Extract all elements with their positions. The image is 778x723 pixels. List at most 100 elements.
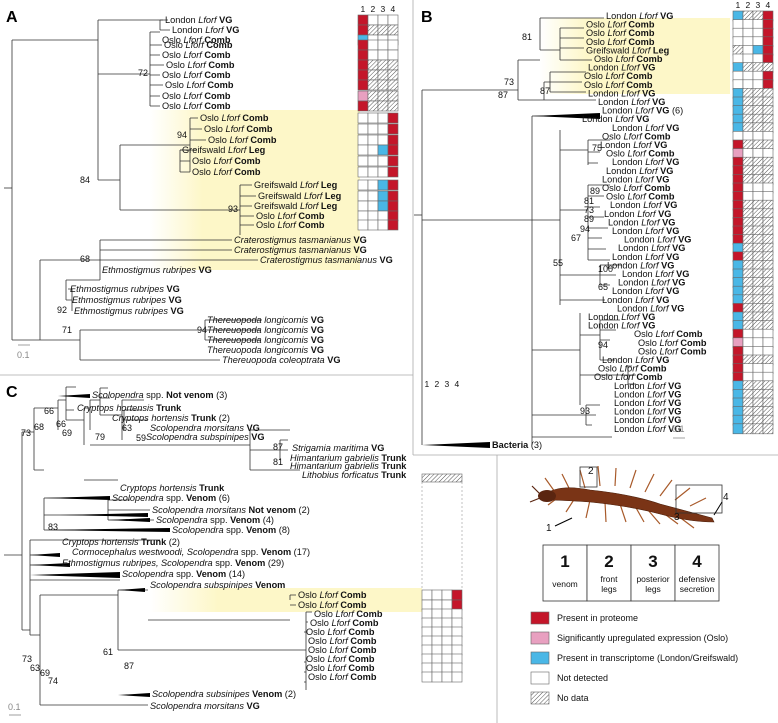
a-tip-label: Greifswald Lforf Leg bbox=[254, 180, 337, 190]
b-tip-label: London Lforf VG bbox=[602, 174, 669, 184]
b-tip-label: London Lforf VG bbox=[612, 226, 679, 236]
c-tip-label: Oslo Lforf Comb bbox=[298, 590, 367, 600]
panel-letter-c: C bbox=[6, 384, 18, 401]
support-b-100: 100 bbox=[598, 264, 613, 274]
c-tip-label: Scolopendra spp. Venom (6) bbox=[112, 493, 230, 503]
b-matrix-cell bbox=[762, 423, 774, 435]
a-matrix-cell bbox=[357, 155, 369, 167]
a-matrix-cell bbox=[367, 14, 379, 26]
body-region-number: 4 bbox=[692, 552, 702, 571]
a-matrix-cell bbox=[367, 123, 379, 135]
a-matrix-cell bbox=[367, 190, 379, 202]
c-tip-label: Oslo Lforf Comb bbox=[306, 663, 375, 673]
matrix-a bbox=[357, 14, 399, 231]
a-matrix-cell bbox=[367, 69, 379, 81]
a-matrix-cell bbox=[387, 112, 399, 124]
callout-2: 2 bbox=[588, 466, 594, 477]
a-tip-label: Ethmostigmus rubripes VG bbox=[74, 306, 184, 316]
a-matrix-cell bbox=[377, 123, 389, 135]
c-tip-label: Scolopendra morsitans Not venom (2) bbox=[152, 505, 310, 515]
a-matrix-cell bbox=[367, 100, 379, 112]
c-tip-label: Scolopendra spp. Venom (14) bbox=[122, 569, 245, 579]
a-matrix-cell bbox=[387, 14, 399, 26]
c-matrix-cell bbox=[431, 599, 443, 611]
b-tip-label: Oslo Lforf Comb bbox=[634, 329, 703, 339]
c-matrix-cell bbox=[431, 662, 443, 674]
a-tip-label: Craterostigmus tasmanianus VG bbox=[260, 255, 393, 265]
a-matrix-cell bbox=[367, 112, 379, 124]
a-matrix-cell bbox=[357, 144, 369, 156]
support-b-73b: 73 bbox=[584, 205, 594, 215]
b-column-header: 4 bbox=[766, 0, 771, 10]
a-tip-label: Craterostigmus tasmanianus VG bbox=[234, 235, 367, 245]
b-tip-label: London Lforf VG bbox=[612, 286, 679, 296]
c-matrix-cell bbox=[451, 608, 463, 620]
c-column-header: 1 bbox=[425, 379, 430, 389]
c-matrix-cell bbox=[421, 662, 433, 674]
support-c-87b: 87 bbox=[124, 661, 134, 671]
a-tip-label: Ethmostigmus rubripes VG bbox=[72, 295, 182, 305]
a-matrix-cell bbox=[357, 100, 369, 112]
c-tip-label: Scolopendra subsinipes Venom (2) bbox=[152, 689, 296, 699]
support-c-79: 79 bbox=[95, 432, 105, 442]
support-a-72: 72 bbox=[138, 68, 148, 78]
a-matrix-cell bbox=[367, 134, 379, 146]
a-matrix-cell bbox=[387, 90, 399, 102]
support-c-69b: 69 bbox=[40, 668, 50, 678]
c-matrix-cell bbox=[451, 653, 463, 665]
a-matrix-cell bbox=[387, 123, 399, 135]
c-matrix-header-hatch bbox=[421, 473, 463, 483]
legend-label: Present in proteome bbox=[557, 613, 638, 623]
a-matrix-cell bbox=[387, 39, 399, 51]
c-matrix-cell bbox=[431, 635, 443, 647]
legend-swatch bbox=[530, 671, 550, 685]
a-matrix-cell bbox=[357, 79, 369, 91]
support-c-73a: 73 bbox=[21, 428, 31, 438]
support-c-83: 83 bbox=[48, 522, 58, 532]
c-tip-label: Oslo Lforf Comb bbox=[308, 645, 377, 655]
c-matrix-cell bbox=[441, 599, 453, 611]
c-matrix-cell bbox=[431, 644, 443, 656]
tree-c-collapsed bbox=[30, 394, 170, 697]
a-matrix-cell bbox=[387, 200, 399, 212]
panel-letter-a: A bbox=[6, 9, 18, 26]
legend-label: No data bbox=[557, 693, 589, 703]
c-matrix-cell bbox=[431, 671, 443, 683]
body-region-box-1 bbox=[542, 544, 588, 602]
a-tip-label: Oslo Lforf Comb bbox=[256, 220, 325, 230]
c-matrix-cell bbox=[421, 589, 433, 601]
c-tip-label: Oslo Lforf Comb bbox=[308, 672, 377, 682]
a-tip-label: Ethmostigmus rubripes VG bbox=[70, 284, 180, 294]
legend-label: Not detected bbox=[557, 673, 608, 683]
a-tip-label: Oslo Lforf Comb bbox=[166, 60, 235, 70]
a-matrix-cell bbox=[377, 144, 389, 156]
support-c-81: 81 bbox=[273, 457, 283, 467]
c-matrix-cell bbox=[441, 644, 453, 656]
c-matrix-cell bbox=[451, 589, 463, 601]
c-column-header: 4 bbox=[455, 379, 460, 389]
c-matrix-cell bbox=[421, 617, 433, 629]
support-b-94: 94 bbox=[580, 224, 590, 234]
a-column-header: 4 bbox=[391, 4, 396, 14]
c-matrix-cell bbox=[451, 644, 463, 656]
a-tip-label: Oslo Lforf Comb bbox=[192, 156, 261, 166]
a-tip-label: Craterostigmus tasmanianus VG bbox=[234, 245, 367, 255]
a-tip-label: Oslo Lforf Comb bbox=[162, 50, 231, 60]
b-tip-label: Oslo Lforf Comb bbox=[594, 54, 663, 64]
b-tip-label: London Lforf VG bbox=[606, 166, 673, 176]
a-matrix-cell bbox=[367, 155, 379, 167]
a-tip-label: Greifswald Lforf Leg bbox=[254, 201, 337, 211]
b-tip-label: London Lforf VG bbox=[617, 303, 684, 313]
legend-swatch bbox=[530, 631, 550, 645]
c-column-header: 3 bbox=[445, 379, 450, 389]
c-tip-label: Cryptops hortensis Trunk (2) bbox=[62, 537, 180, 547]
c-tip-label: Oslo Lforf Comb bbox=[310, 618, 379, 628]
c-tip-label: Oslo Lforf Comb bbox=[308, 636, 377, 646]
support-a-94b: 94 bbox=[197, 325, 207, 335]
a-tip-label: Oslo Lforf Comb bbox=[162, 91, 231, 101]
support-b-81b: 81 bbox=[584, 196, 594, 206]
a-matrix-cell bbox=[357, 123, 369, 135]
